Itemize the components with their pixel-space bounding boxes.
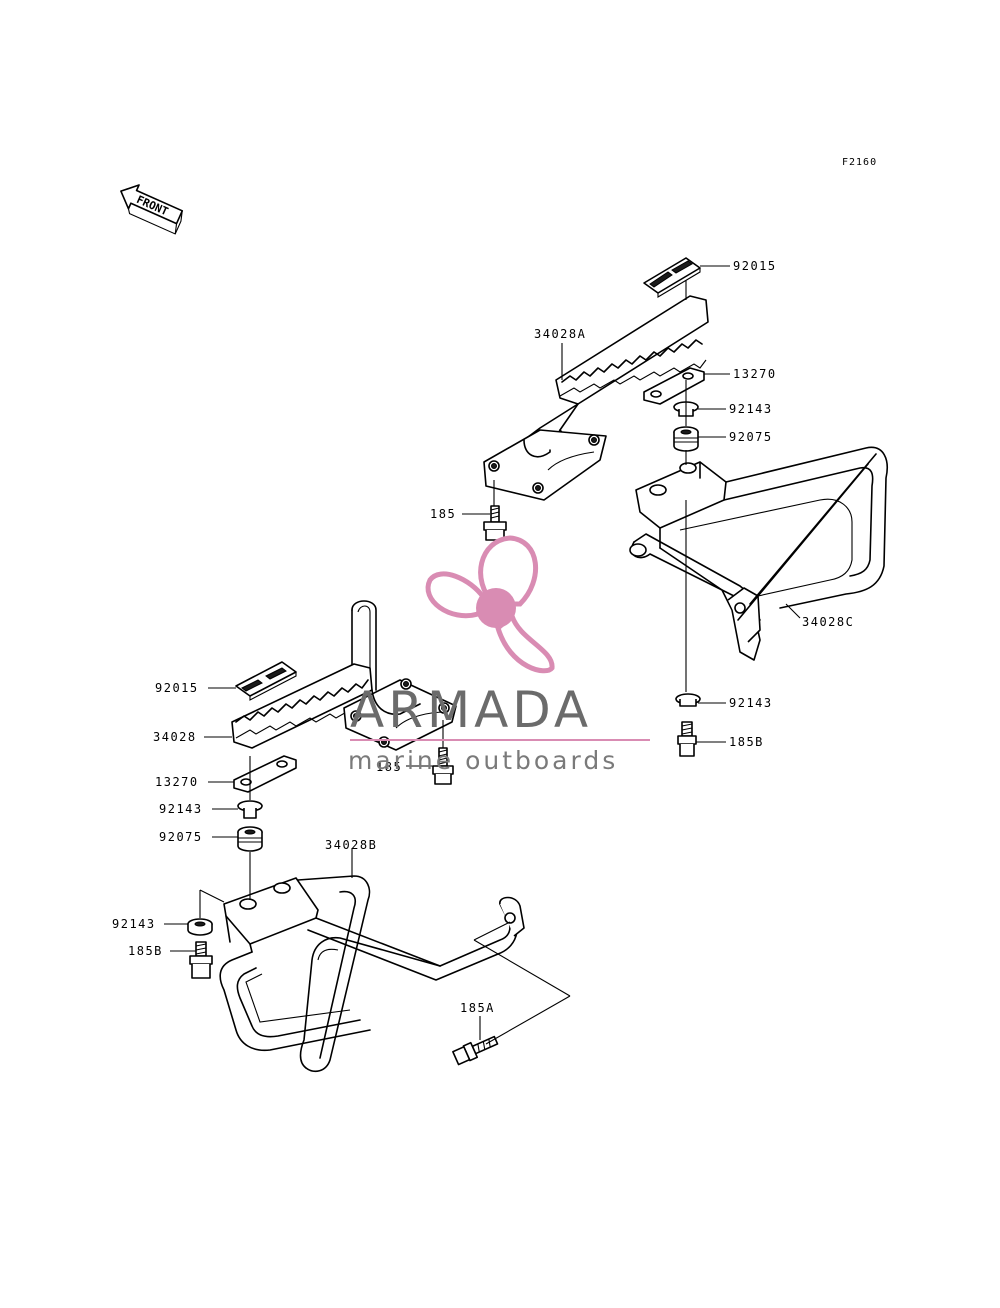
- collar-92143-lower: [187, 918, 213, 936]
- part-label-13270: 13270: [733, 367, 777, 381]
- bolt-185B-lower: [189, 941, 213, 979]
- part-label-92075: 92075: [729, 430, 773, 444]
- leader-lines: [164, 265, 801, 1045]
- front-arrow-icon: FRONT: [120, 184, 184, 235]
- part-label-185A: 185A: [460, 1001, 495, 1015]
- diagram-code: F2160: [842, 157, 877, 168]
- part-label-185: 185: [376, 760, 402, 774]
- part-label-92015: 92015: [733, 259, 777, 273]
- armada-watermark: ARMADA marine outboards: [348, 535, 650, 775]
- propeller-logo-icon: [425, 535, 555, 674]
- damper-92075-left: [237, 826, 263, 852]
- part-label-185B: 185B: [128, 944, 163, 958]
- frame-34028C: [629, 446, 888, 661]
- part-label-92143: 92143: [159, 802, 203, 816]
- part-label-92143: 92143: [729, 402, 773, 416]
- bolt-185-top: [483, 505, 507, 541]
- part-label-34028A: 34028A: [534, 327, 586, 341]
- part-label-185B: 185B: [729, 735, 764, 749]
- bolt-185A: [452, 1035, 499, 1066]
- part-label-92075: 92075: [159, 830, 203, 844]
- bolt-185B-right: [677, 721, 697, 757]
- bolt-185-mid: [432, 747, 454, 785]
- footrest-34028A: [483, 295, 709, 501]
- part-label-13270: 13270: [155, 775, 199, 789]
- watermark-brand: ARMADA: [350, 681, 592, 739]
- part-labels: 92015 34028A 13270 92143 92075 185 34028…: [112, 259, 854, 1015]
- collar-92143-right: [675, 693, 701, 707]
- part-label-34028: 34028: [153, 730, 197, 744]
- collar-92143-left: [237, 800, 263, 819]
- part-label-92015: 92015: [155, 681, 199, 695]
- watermark-tagline: marine outboards: [348, 746, 618, 775]
- part-label-92143: 92143: [729, 696, 773, 710]
- plate-13270-left: [233, 755, 297, 793]
- damper-92075-top: [673, 426, 699, 452]
- pad-92015-top: [643, 257, 701, 298]
- part-label-34028B: 34028B: [325, 838, 377, 852]
- pad-92015-left: [235, 661, 297, 701]
- part-label-92143: 92143: [112, 917, 156, 931]
- frame-34028B: [219, 875, 525, 1073]
- footrest-34028: [231, 600, 457, 751]
- plate-13270-top: [643, 367, 705, 405]
- part-label-185: 185: [430, 507, 456, 521]
- part-label-34028C: 34028C: [802, 615, 854, 629]
